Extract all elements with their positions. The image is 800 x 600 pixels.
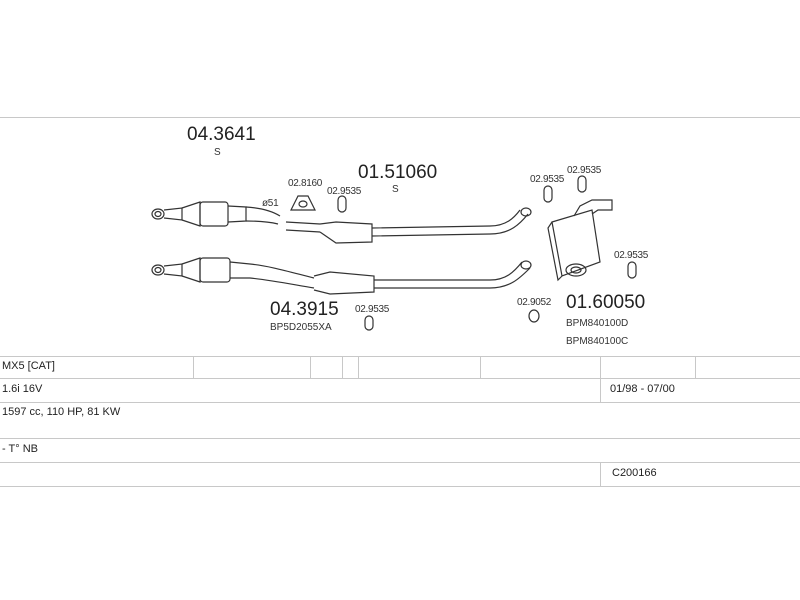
upper-line	[151, 201, 532, 244]
info-row-engine: 1.6i 16V 01/98 - 07/00	[0, 378, 800, 403]
exhaust-diagram: 04.3641 S 01.51060 S 02.8160 02.9535 02.…	[151, 124, 649, 347]
ring-icon	[528, 309, 540, 323]
part-alt-rear-1: BPM840100D	[566, 318, 628, 329]
part-suffix-cat-front: S	[214, 147, 221, 158]
part-number-ring: 02.9052	[517, 297, 552, 308]
cell-divider	[600, 379, 601, 403]
lower-line	[151, 257, 532, 295]
part-number-middle: 01.51060	[358, 162, 437, 183]
part-number-rear: 01.60050	[566, 292, 645, 313]
part-alt-rear-2: BPM840100C	[566, 336, 628, 347]
rear-silencer	[547, 199, 613, 282]
cell-divider	[358, 357, 359, 379]
cell-divider	[480, 357, 481, 379]
vehicle-engine: 1.6i 16V	[2, 383, 43, 395]
part-number-cat-front: 04.3641	[187, 124, 256, 145]
part-number-hanger-a: 02.9535	[327, 186, 362, 197]
hanger-icon	[337, 175, 637, 331]
cell-divider	[695, 357, 696, 379]
gasket-icon	[290, 195, 316, 211]
cell-divider	[600, 463, 601, 487]
info-row-type: - T° NB	[0, 438, 800, 463]
vehicle-model: MX5 [CAT]	[2, 360, 55, 372]
vehicle-code: C200166	[612, 467, 657, 479]
part-suffix-middle: S	[392, 184, 399, 195]
part-alt-cat-lower: BP5D2055XA	[270, 322, 332, 333]
info-row-model: MX5 [CAT]	[0, 356, 800, 379]
diameter-label: ø51	[262, 198, 279, 209]
part-number-hanger-e: 02.9535	[355, 304, 390, 315]
part-number-gasket: 02.8160	[288, 178, 323, 189]
info-row-code: C200166	[0, 462, 800, 487]
part-number-hanger-d: 02.9535	[614, 250, 649, 261]
cell-divider	[600, 357, 601, 379]
cell-divider	[342, 357, 343, 379]
vehicle-type: - T° NB	[2, 443, 38, 455]
part-number-hanger-b: 02.9535	[530, 174, 565, 185]
top-border	[0, 117, 800, 118]
cell-divider	[310, 357, 311, 379]
bottom-border	[0, 486, 800, 487]
info-row-specs: 1597 cc, 110 HP, 81 KW	[0, 402, 800, 439]
vehicle-specs: 1597 cc, 110 HP, 81 KW	[2, 406, 121, 418]
cell-divider	[193, 357, 194, 379]
vehicle-years: 01/98 - 07/00	[610, 383, 675, 395]
part-number-hanger-c: 02.9535	[567, 165, 602, 176]
part-number-cat-lower: 04.3915	[270, 299, 339, 320]
